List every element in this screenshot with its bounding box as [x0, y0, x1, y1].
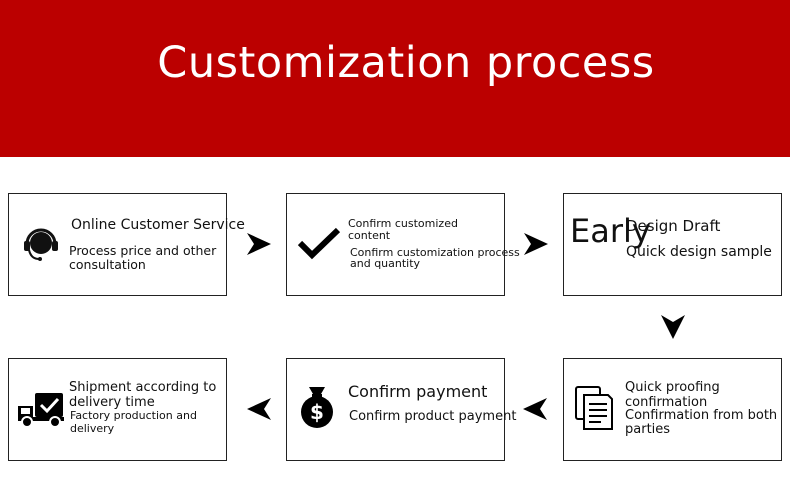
step-title-line1: Shipment according to	[69, 380, 217, 395]
arrow-right-icon	[247, 233, 271, 255]
step-confirm-customized-content: Confirm customized content Confirm custo…	[286, 193, 520, 296]
step-title: Confirm payment	[348, 382, 488, 401]
step-desc-line1: Factory production and	[70, 409, 197, 422]
step-confirm-payment: $ Confirm payment Confirm product paymen…	[286, 358, 516, 461]
step-shipment: Shipment according to delivery time Fact…	[8, 358, 227, 461]
money-bag-icon: $	[301, 387, 333, 428]
step-title-line2: confirmation	[625, 395, 708, 410]
step-title-line2: delivery time	[69, 395, 155, 410]
step-quick-proofing: Quick proofing confirmation Confirmation…	[563, 358, 782, 461]
step-desc: Confirm product payment	[349, 409, 517, 424]
step-desc-line2: parties	[625, 422, 671, 437]
checkmark-icon	[297, 227, 341, 260]
step-desc-line1: Confirmation from both	[625, 408, 778, 423]
step-desc: Quick design sample	[626, 244, 772, 260]
step-title: Design Draft	[626, 217, 721, 235]
step-desc-line2: consultation	[69, 257, 146, 272]
step-desc-line1: Confirm customization process	[350, 246, 520, 259]
step-title-line1: Quick proofing	[625, 380, 720, 395]
step-desc-line2: delivery	[70, 422, 115, 435]
step-design-draft: Design Draft Quick design sample Early	[563, 193, 782, 296]
page-title: Customization process	[157, 38, 655, 88]
early-label: Early	[570, 212, 651, 250]
step-title-line2: content	[348, 229, 391, 242]
step-title: Online Customer Service	[71, 217, 245, 233]
header-banner: Customization process	[0, 0, 790, 157]
arrow-right-icon	[524, 233, 548, 255]
svg-text:$: $	[310, 400, 324, 424]
step-desc-line2: and quantity	[350, 257, 421, 270]
step-desc-line1: Process price and other	[69, 243, 217, 258]
step-title-line1: Confirm customized	[348, 217, 458, 230]
arrow-left-icon	[247, 398, 271, 420]
step-online-customer-service: Online Customer Service Process price an…	[8, 193, 245, 296]
delivery-truck-icon	[18, 393, 64, 428]
documents-icon	[575, 386, 613, 430]
arrow-left-icon	[523, 398, 547, 420]
arrow-down-icon	[661, 315, 685, 339]
headset-icon	[24, 228, 58, 261]
